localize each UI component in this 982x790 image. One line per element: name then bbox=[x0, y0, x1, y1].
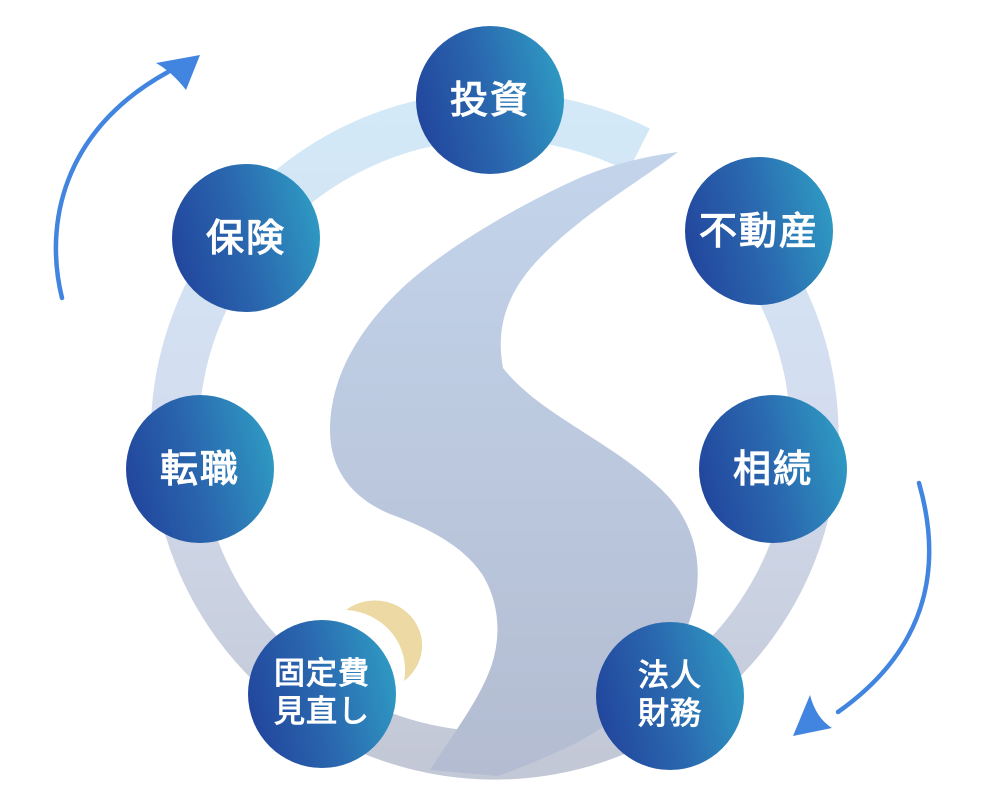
node-label: 見直し bbox=[274, 694, 370, 730]
curved-arrow-up-right-icon bbox=[53, 55, 200, 301]
node-label: 不動産 bbox=[698, 208, 819, 253]
s-river-ring-logo-watermark bbox=[330, 152, 698, 776]
node-label: 財務 bbox=[638, 696, 702, 732]
node-label: 保険 bbox=[205, 215, 286, 260]
node-investment: 投資 bbox=[416, 26, 564, 174]
node-insurance: 保険 bbox=[172, 164, 320, 312]
node-fixed-cost-review: 固定費 見直し bbox=[248, 620, 396, 768]
node-label: 投資 bbox=[449, 77, 530, 122]
node-label: 転職 bbox=[159, 446, 240, 491]
node-job-change: 転職 bbox=[126, 395, 274, 543]
node-inheritance: 相続 bbox=[699, 395, 847, 543]
gold-crescent-moon-icon bbox=[346, 600, 423, 681]
curved-arrow-down-left-icon bbox=[793, 480, 932, 736]
node-label: 相続 bbox=[732, 446, 813, 491]
node-label: 固定費 bbox=[274, 656, 370, 693]
node-real-estate: 不動産 bbox=[685, 157, 833, 305]
node-corporate-finance: 法人 財務 bbox=[596, 622, 744, 770]
node-label: 法人 bbox=[638, 658, 702, 695]
